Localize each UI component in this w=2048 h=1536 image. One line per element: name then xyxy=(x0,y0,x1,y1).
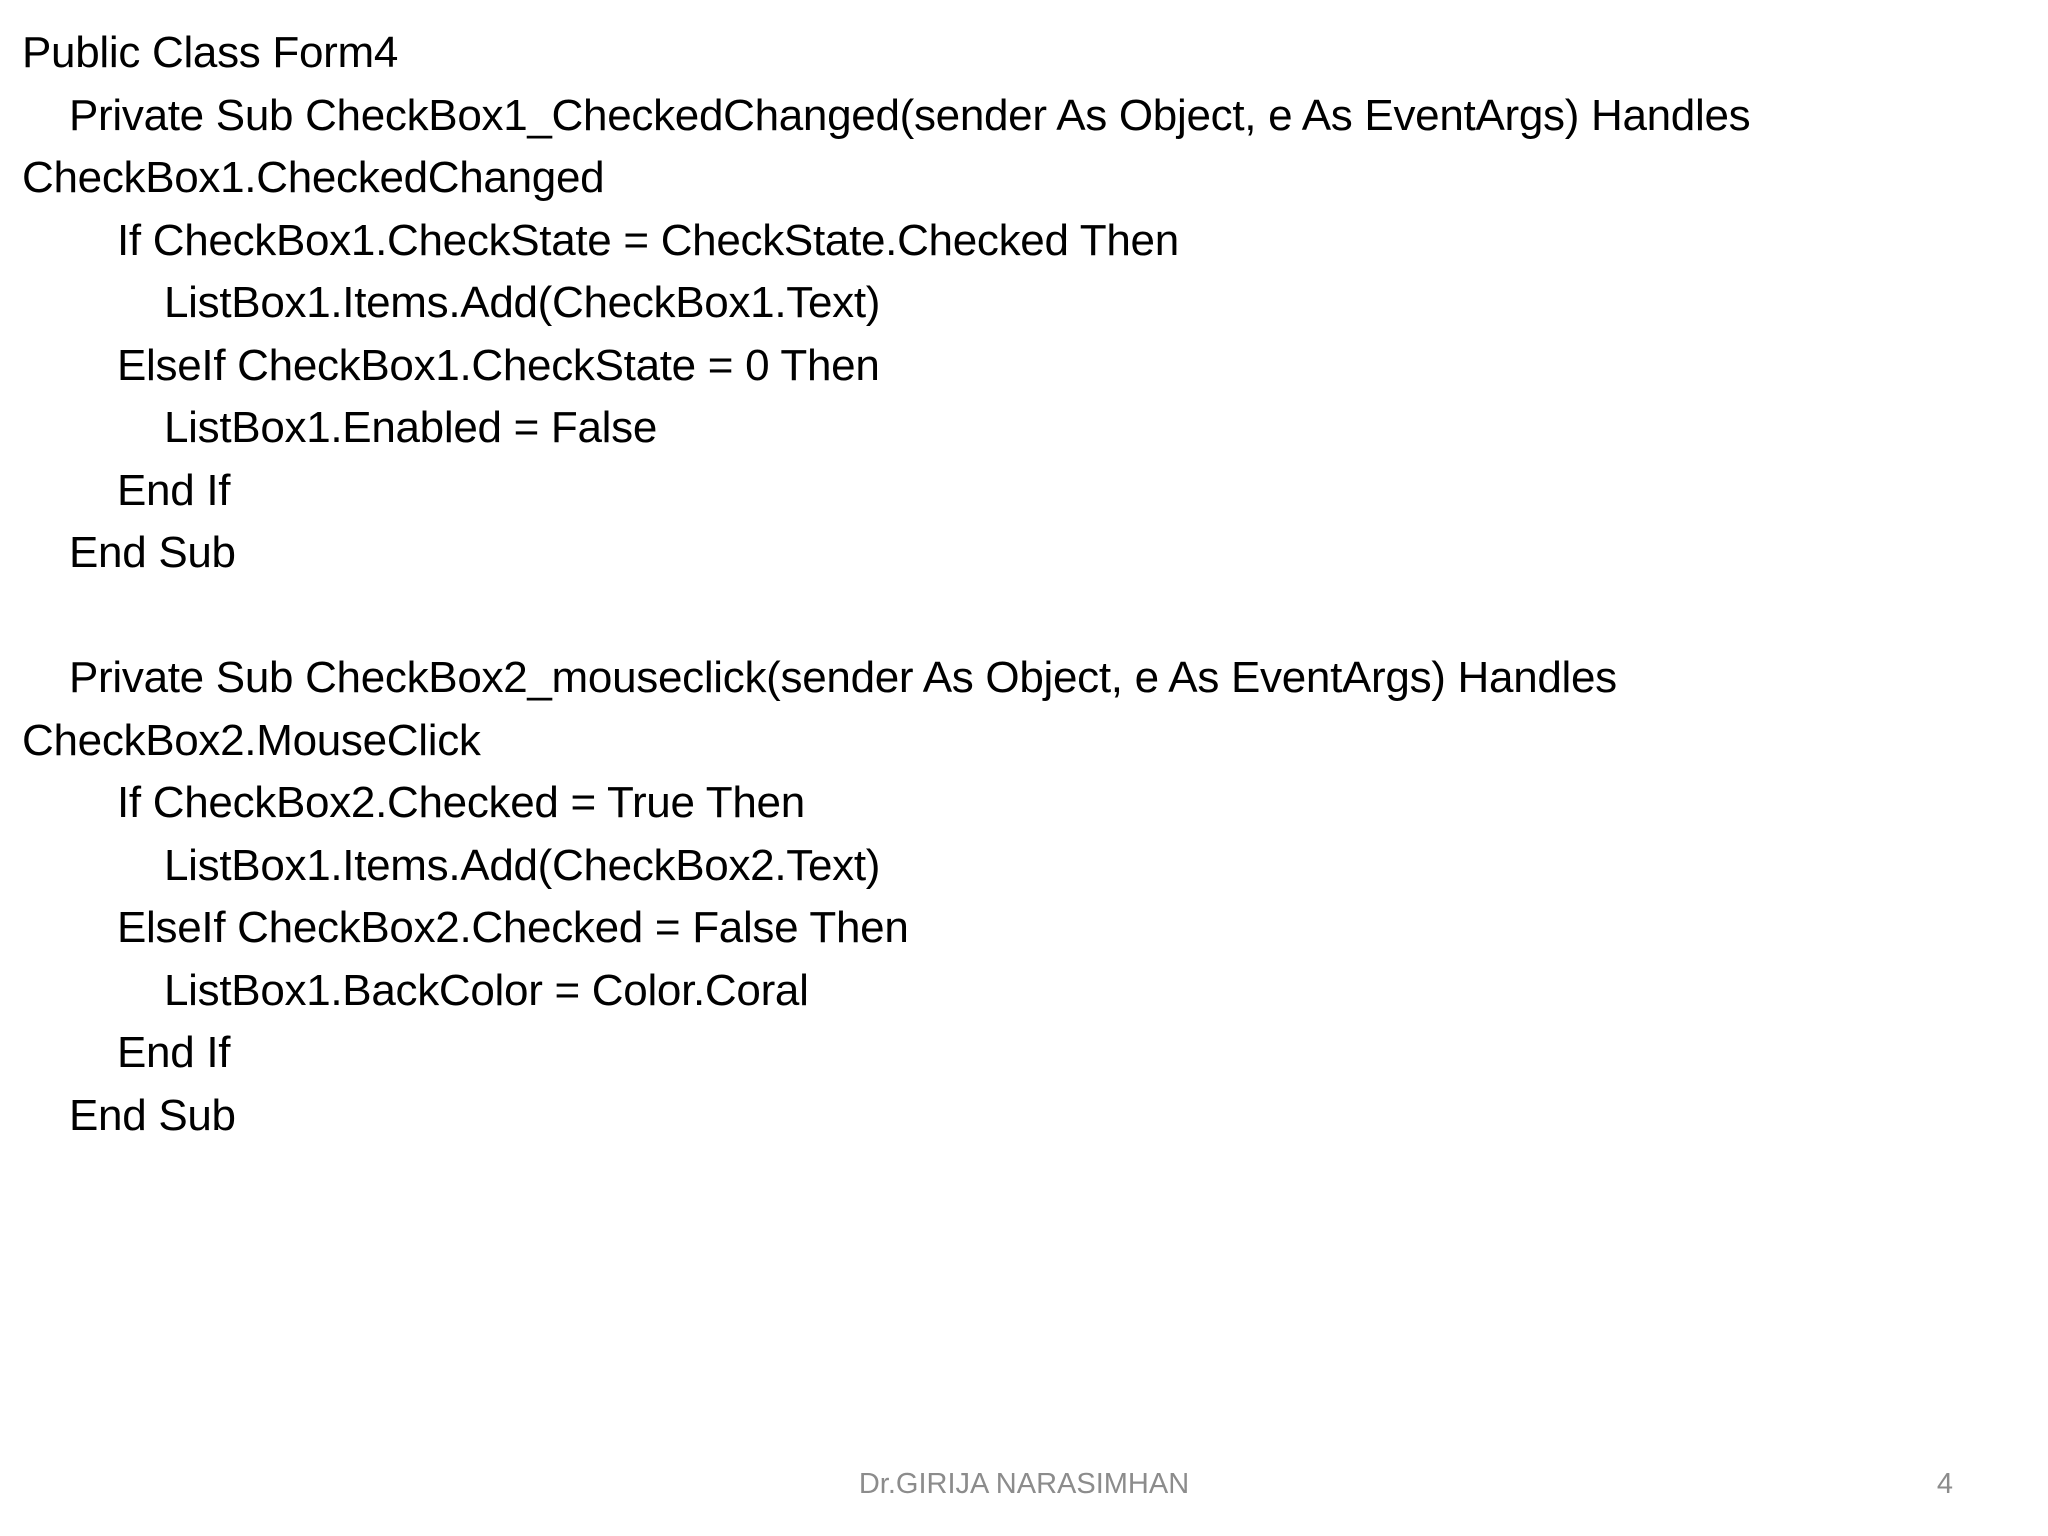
code-line: CheckBox1.CheckedChanged xyxy=(22,153,605,202)
code-line: ListBox1.Items.Add(CheckBox1.Text) xyxy=(164,278,881,327)
code-line: If CheckBox1.CheckState = CheckState.Che… xyxy=(117,215,1179,265)
code-line: If CheckBox2.Checked = True Then xyxy=(117,778,805,827)
code-line: Private Sub CheckBox2_mouseclick(sender … xyxy=(69,653,1617,702)
code-line: ListBox1.BackColor = Color.Coral xyxy=(164,965,809,1015)
page-number: 4 xyxy=(1936,1468,1953,1500)
code-line: ElseIf CheckBox2.Checked = False Then xyxy=(117,903,909,952)
code-block: Public Class Form4 Private Sub CheckBox1… xyxy=(22,22,2022,1147)
code-line: End If xyxy=(117,465,231,515)
code-line: Private Sub CheckBox1_CheckedChanged(sen… xyxy=(69,90,1751,140)
code-line: ListBox1.Items.Add(CheckBox2.Text) xyxy=(164,840,881,890)
code-line: ElseIf CheckBox1.CheckState = 0 Then xyxy=(117,340,880,390)
code-line: CheckBox2.MouseClick xyxy=(22,715,481,765)
footer-author: Dr.GIRIJA NARASIMHAN xyxy=(858,1468,1190,1500)
blank-line xyxy=(22,585,2022,648)
code-line: Public Class Form4 xyxy=(22,28,399,77)
code-line: ListBox1.Enabled = False xyxy=(164,403,657,452)
code-line: End If xyxy=(117,1028,231,1077)
code-line: End Sub xyxy=(69,528,236,577)
code-line: End Sub xyxy=(69,1090,236,1140)
